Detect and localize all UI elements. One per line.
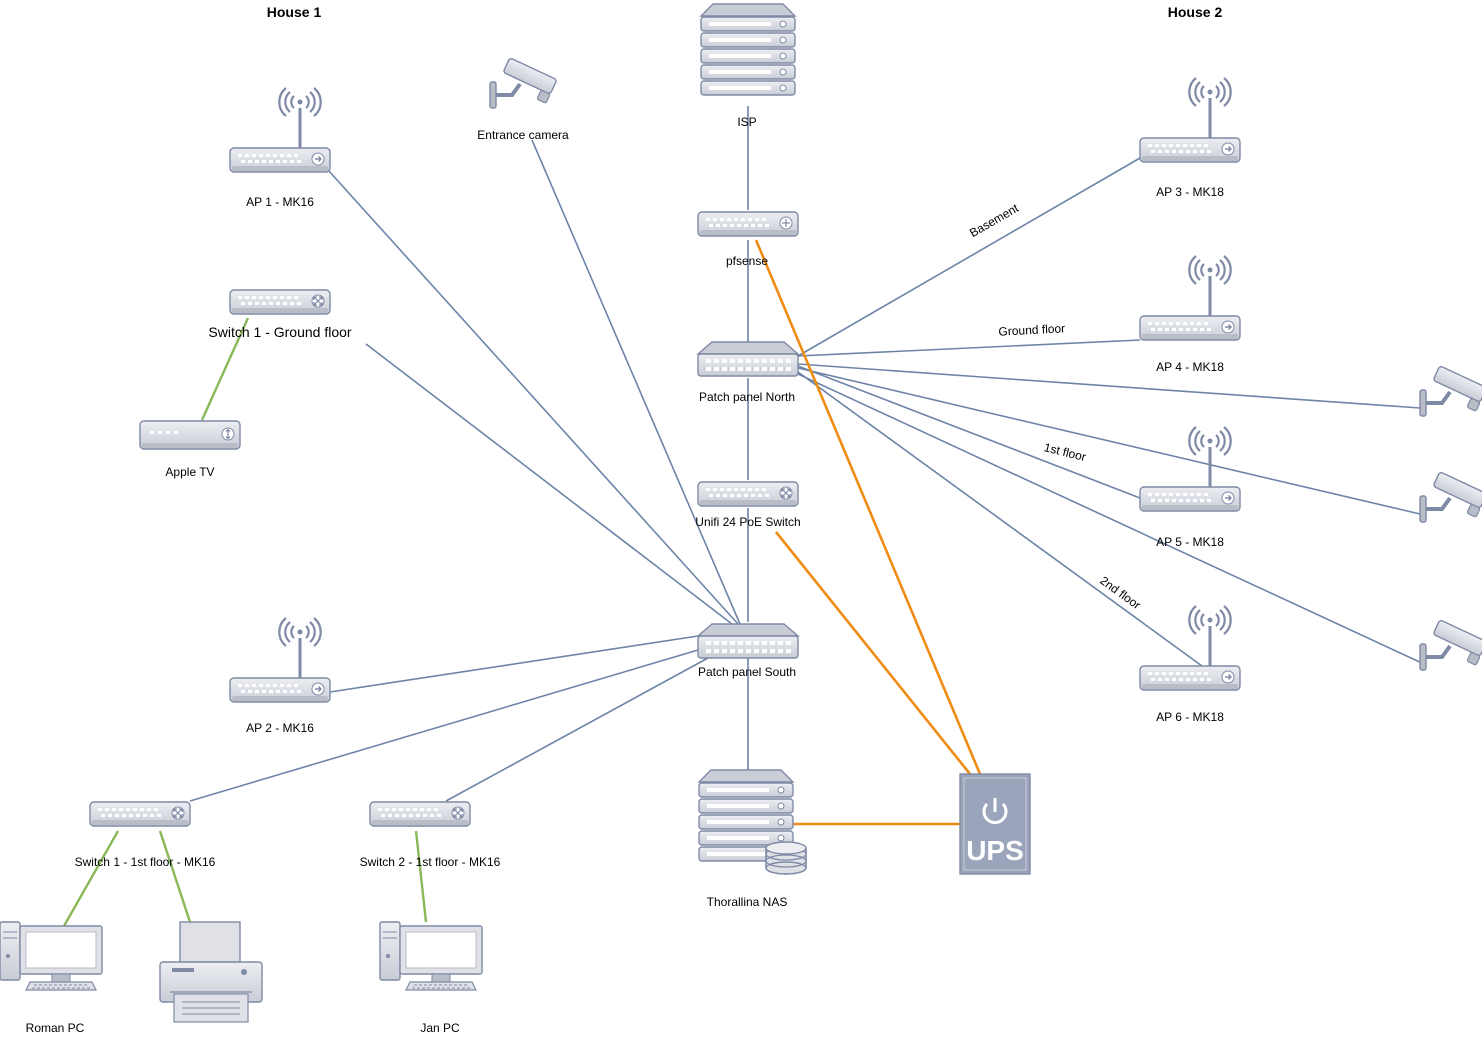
link-patch-north-ap5[interactable] [797,365,1141,499]
set-top-box-icon [139,420,241,450]
link-switch1-1st-printer[interactable] [158,830,192,923]
switch-ground-label: Switch 1 - Ground floor [208,324,352,340]
link-patch-north-camera1[interactable] [797,363,1421,409]
link-patch-north-ap3[interactable] [797,157,1141,357]
edge-label-ground-floor: Ground floor [998,321,1065,338]
switch1-1st-floor[interactable]: Switch 1 - 1st floor - MK16 [75,802,216,869]
link-camera-patch-south[interactable] [531,139,741,625]
link-switch-ground-patch-south[interactable] [365,343,733,625]
switch-icon [698,482,798,506]
isp-label: ISP [737,115,756,129]
switch-icon [370,802,470,826]
isp-server[interactable]: ISP [700,3,796,129]
entrance-camera[interactable]: Entrance camera [477,55,569,142]
roman-pc-label: Roman PC [26,1021,85,1035]
edge-label-basement: Basement [967,201,1021,240]
switch1-1st-label: Switch 1 - 1st floor - MK16 [75,855,216,869]
switch2-1st-label: Switch 2 - 1st floor - MK16 [360,855,501,869]
edge-labels: Basement Ground floor 1st floor 2nd floo… [967,201,1143,613]
house1-header: House 1 [267,4,322,20]
link-switch2-1st-jan-pc[interactable] [414,830,428,923]
ap4-access-point[interactable]: AP 4 - MK18 [1140,256,1240,374]
link-ap2-patch-south[interactable] [329,635,699,693]
desktop-pc-icon [0,921,103,991]
nas-label: Thorallina NAS [707,895,788,909]
switch-icon [230,290,330,314]
link-switch1-1st-patch-south[interactable] [189,649,699,802]
ap6-access-point[interactable]: AP 6 - MK18 [1140,606,1240,724]
switch-icon [90,802,190,826]
link-patch-north-ap6[interactable] [797,371,1203,667]
cctv-camera-icon [488,55,559,110]
apple-tv-label: Apple TV [165,465,214,479]
ap2-label: AP 2 - MK16 [246,721,314,735]
link-patch-north-camera3[interactable] [797,373,1425,665]
pfsense-label: pfsense [726,254,768,268]
jan-pc-label: Jan PC [420,1021,460,1035]
ups-device[interactable]: UPS [959,773,1031,875]
links [62,106,1425,927]
patch-panel-south[interactable]: Patch panel South [697,623,799,679]
ap5-access-point[interactable]: AP 5 - MK18 [1140,427,1240,549]
power-icon [982,798,1008,824]
link-patch-north-camera2[interactable] [797,367,1421,515]
desktop-pc-icon [379,921,483,991]
switch2-1st-floor[interactable]: Switch 2 - 1st floor - MK16 [360,802,501,869]
link-pfsense-ups[interactable] [754,239,982,775]
wifi-access-point-icon [230,618,330,702]
ap3-access-point[interactable]: AP 3 - MK18 [1140,78,1240,199]
cctv-camera-icon[interactable] [1418,617,1482,672]
house2-header: House 2 [1168,4,1223,20]
edge-label-1st-floor: 1st floor [1043,440,1088,464]
switch-ground-floor[interactable]: Switch 1 - Ground floor [208,290,352,340]
link-unifi-ups[interactable] [774,531,972,775]
ap4-label: AP 4 - MK18 [1156,360,1224,374]
link-switch1-1st-roman-pc[interactable] [62,830,120,927]
nas-server[interactable]: Thorallina NAS [698,769,807,909]
ap6-label: AP 6 - MK18 [1156,710,1224,724]
server-icon [700,3,796,96]
wifi-access-point-icon [1140,78,1240,162]
link-switch2-1st-patch-south[interactable] [445,657,709,802]
patch-south-label: Patch panel South [698,665,796,679]
cctv-camera-icon[interactable] [1418,363,1482,418]
ups-label: UPS [966,835,1024,866]
wifi-access-point-icon [230,88,330,172]
wifi-access-point-icon [1140,606,1240,690]
unifi-label: Unifi 24 PoE Switch [695,515,800,529]
ap1-access-point[interactable]: AP 1 - MK16 [230,88,330,209]
ap1-label: AP 1 - MK16 [246,195,314,209]
link-patch-north-ap4[interactable] [797,339,1141,357]
wifi-access-point-icon [1140,256,1240,340]
roman-pc[interactable]: Roman PC [0,921,103,1035]
patch-panel-icon [697,623,799,659]
pfsense-router[interactable]: pfsense [698,212,798,268]
router-icon [698,212,798,236]
unifi-poe-switch[interactable]: Unifi 24 PoE Switch [695,482,801,529]
patch-panel-icon [697,341,799,377]
apple-tv[interactable]: Apple TV [139,420,241,479]
ap5-label: AP 5 - MK18 [1156,535,1224,549]
ap3-label: AP 3 - MK18 [1156,185,1224,199]
jan-pc[interactable]: Jan PC [379,921,483,1035]
link-switch-ground-apple-tv[interactable] [200,317,250,421]
patch-north-label: Patch panel North [699,390,795,404]
entrance-camera-label: Entrance camera [477,128,569,142]
printer[interactable] [159,921,263,1023]
cctv-camera-icon[interactable] [1418,469,1482,524]
printer-icon [159,921,263,1023]
patch-panel-north[interactable]: Patch panel North [697,341,799,404]
ap2-access-point[interactable]: AP 2 - MK16 [230,618,330,735]
link-ap1-patch-south[interactable] [327,169,739,625]
database-icon [765,841,807,875]
